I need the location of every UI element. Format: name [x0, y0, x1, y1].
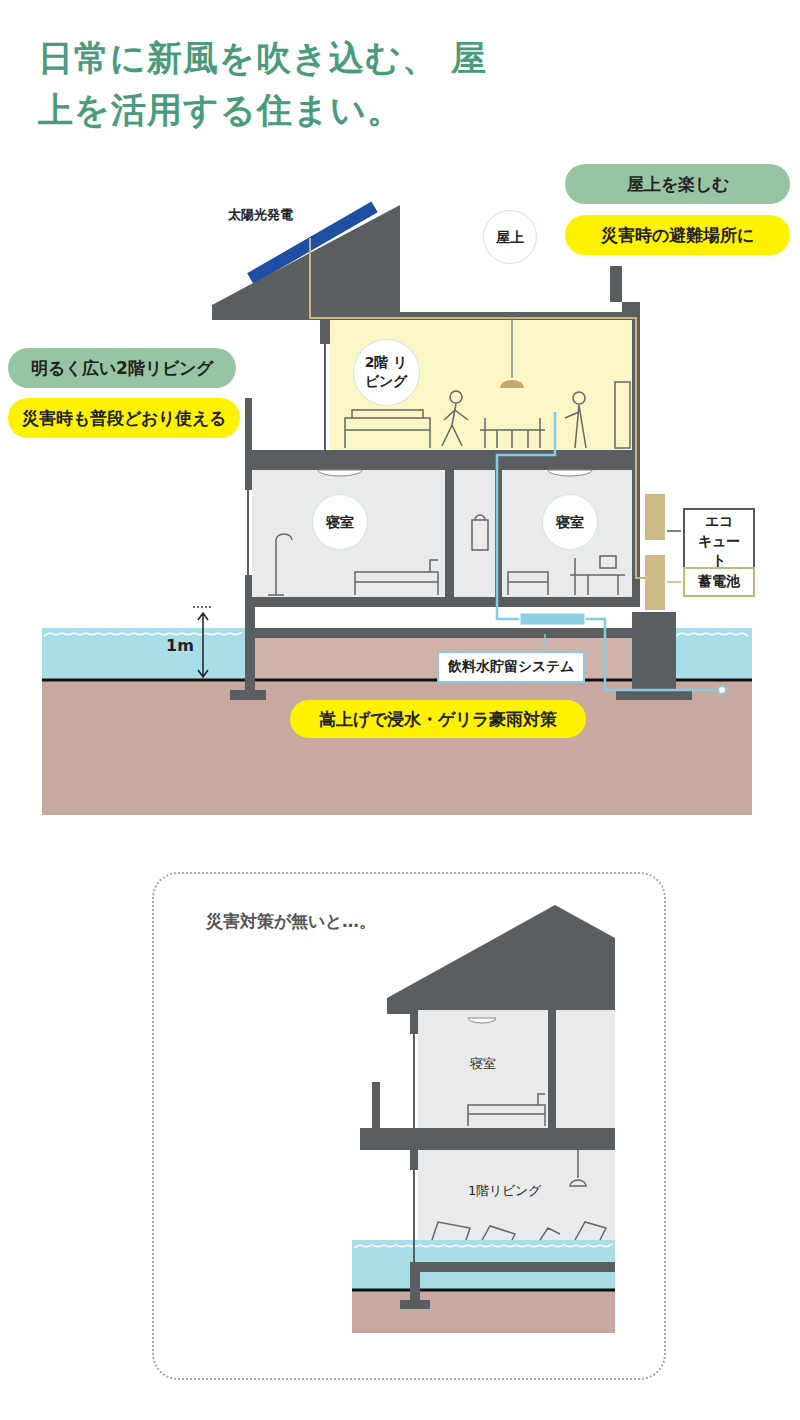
node-text: 災害時の避難場所に — [601, 224, 754, 247]
dimension: 1m — [166, 636, 194, 655]
window — [324, 344, 326, 450]
roof — [387, 905, 615, 1014]
wall — [410, 1010, 418, 1034]
first-floor — [252, 470, 632, 597]
floor-slab — [245, 450, 640, 470]
power-wire — [310, 238, 645, 578]
node-text: エコ キュート — [697, 512, 742, 571]
ceiling-light — [468, 1018, 496, 1023]
node-text: 飲料水貯留システム — [448, 657, 574, 677]
window — [247, 490, 249, 575]
equipment-box: エコ キュート — [683, 508, 755, 575]
floor-slab — [360, 1128, 615, 1150]
node-text: 明るく広い2階リビング — [31, 357, 213, 380]
node-text: 2階 リビング — [364, 353, 409, 391]
wave-line — [676, 633, 748, 636]
wall — [245, 470, 252, 490]
pendant-lamp — [500, 380, 524, 388]
wave-line — [44, 632, 242, 636]
balcony-wall — [372, 1082, 380, 1128]
base-slab — [245, 628, 640, 638]
living-room — [418, 1150, 615, 1240]
node-text: 屋上を楽しむ — [627, 173, 729, 196]
room-circle: 寝室 — [312, 494, 368, 550]
feature-pill: 嵩上げで浸水・ゲリラ豪雨対策 — [290, 700, 586, 738]
partition — [445, 470, 454, 597]
ground-line — [352, 1289, 615, 1292]
balcony-wall — [245, 398, 252, 450]
footing — [616, 690, 692, 700]
wave-line — [354, 1244, 612, 1248]
feature-pill: 災害時の避難場所に — [565, 215, 790, 255]
title-text: 日常に新風を吹き込む、 屋上を活用する住まい。 — [38, 38, 487, 130]
room-circle: 2階 リビング — [353, 339, 420, 406]
wall — [410, 1150, 418, 1170]
flood-water — [352, 1240, 615, 1290]
partition — [548, 1010, 556, 1128]
battery-unit — [645, 555, 665, 610]
feature-pill: 災害時も普段どおり使える — [8, 398, 240, 438]
pier — [410, 1272, 420, 1300]
ceiling-light — [318, 470, 592, 476]
node-text: 嵩上げで浸水・ゲリラ豪雨対策 — [319, 708, 557, 731]
floor-slab — [410, 1262, 615, 1272]
node-text: 蓄電池 — [698, 572, 740, 592]
footing — [230, 690, 266, 700]
room-name: 寝室 — [470, 1055, 496, 1073]
pipe-outlet — [718, 686, 726, 694]
earth — [352, 1290, 615, 1333]
feature-pill: 屋上を楽しむ — [565, 164, 790, 204]
wall — [320, 320, 330, 344]
node-text: 寝室 — [556, 513, 584, 532]
part-name: 太陽光発電 — [228, 206, 293, 224]
window — [413, 1170, 415, 1262]
node-text: 災害時も普段どおり使える — [22, 407, 226, 430]
pier — [245, 607, 255, 690]
node-text: 屋上 — [496, 228, 524, 247]
earth — [42, 680, 752, 815]
water-storage — [520, 613, 585, 625]
node-text: 災害対策が無いと…。 — [206, 910, 376, 933]
eco-cute-unit — [645, 494, 665, 540]
second-floor-room — [330, 320, 632, 450]
room-circle: 屋上 — [483, 210, 537, 264]
floor-slab — [245, 597, 640, 607]
water-tank — [632, 612, 676, 700]
window — [413, 1034, 415, 1128]
footing — [400, 1300, 430, 1309]
equipment-box: 飲料水貯留システム — [437, 651, 585, 683]
bedroom — [418, 1010, 615, 1128]
level-mark — [193, 606, 213, 608]
leader-line — [667, 581, 681, 583]
diagram-title: 日常に新風を吹き込む、 屋上を活用する住まい。 — [38, 32, 508, 136]
node-text: 寝室 — [326, 513, 354, 532]
leader-line — [544, 634, 546, 648]
leader-line — [667, 530, 681, 532]
pendant-cord — [511, 318, 513, 378]
dimension-arrow — [198, 613, 208, 677]
water-waves — [354, 1244, 612, 1248]
equipment-box: 蓄電池 — [683, 567, 755, 597]
comparison-frame: 災害対策が無いと…。 — [152, 872, 666, 1380]
furniture — [432, 1094, 606, 1240]
room-name: 1階リビング — [468, 1182, 541, 1200]
feature-pill: 明るく広い2階リビング — [8, 348, 236, 388]
room-circle: 寝室 — [542, 494, 598, 550]
